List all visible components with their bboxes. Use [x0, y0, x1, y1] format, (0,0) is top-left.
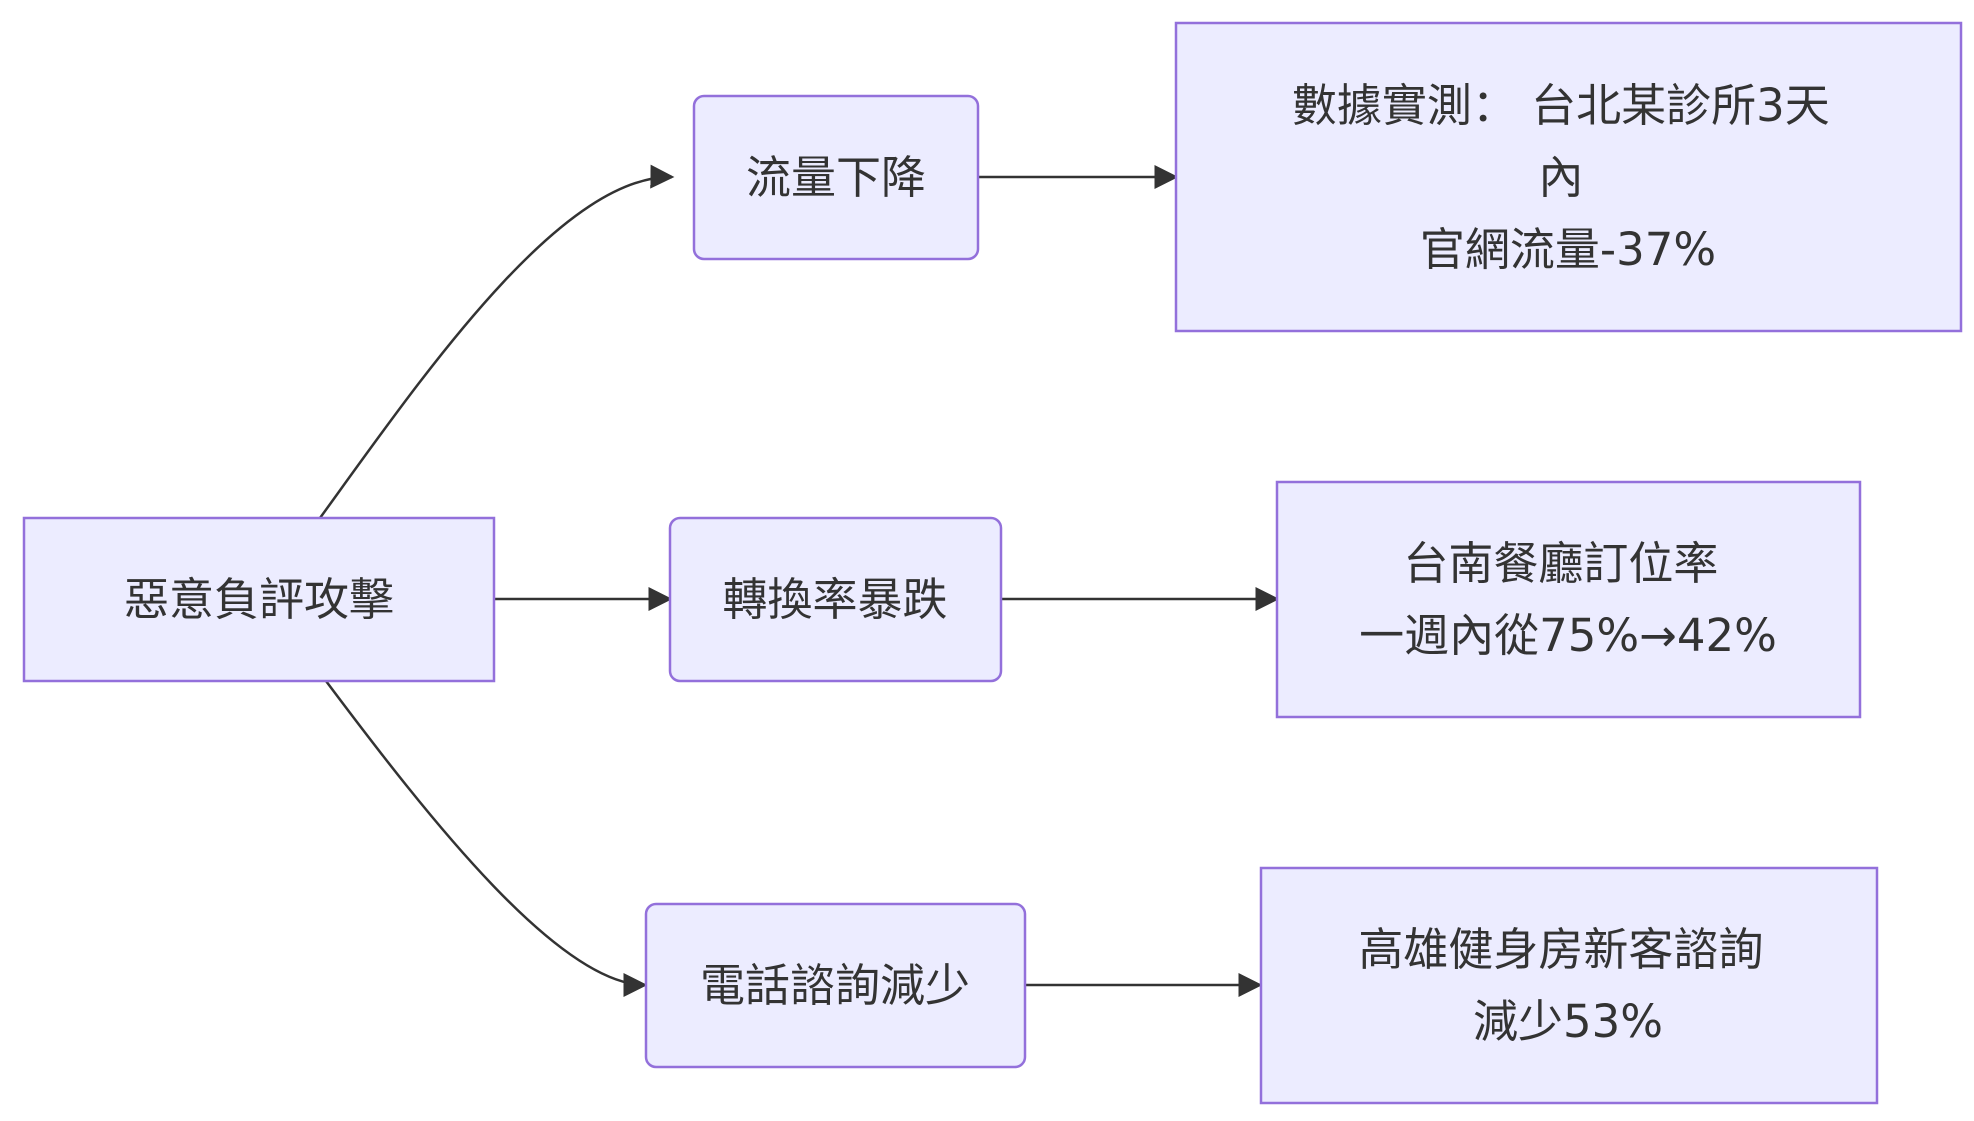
node-traffic-detail: 數據實測： 台北某診所3天 內 官網流量-37%	[1174, 21, 1963, 333]
node-phone-detail: 高雄健身房新客諮詢 減少53%	[1259, 866, 1879, 1105]
edge-root-to-phone	[324, 680, 648, 997]
node-traffic-label: 流量下降	[746, 151, 926, 204]
node-traffic-detail-label: 數據實測： 台北某診所3天 內 官網流量-37%	[1292, 79, 1844, 276]
edge-root-to-traffic	[318, 164, 675, 519]
node-phone-detail-label: 高雄健身房新客諮詢 減少53%	[1358, 923, 1777, 1048]
node-conversion-detail: 台南餐廳訂位率 一週內從75%→42%	[1275, 480, 1862, 719]
node-conversion-detail-label: 台南餐廳訂位率 一週內從75%→42%	[1359, 537, 1777, 662]
node-phone-label: 電話諮詢減少	[700, 959, 970, 1012]
node-conversion: 轉換率暴跌	[668, 516, 1003, 683]
node-conversion-label: 轉換率暴跌	[722, 573, 947, 626]
node-traffic: 流量下降	[692, 94, 980, 261]
node-phone: 電話諮詢減少	[644, 902, 1027, 1069]
node-root: 惡意負評攻擊	[22, 516, 496, 683]
node-root-label: 惡意負評攻擊	[124, 573, 394, 626]
